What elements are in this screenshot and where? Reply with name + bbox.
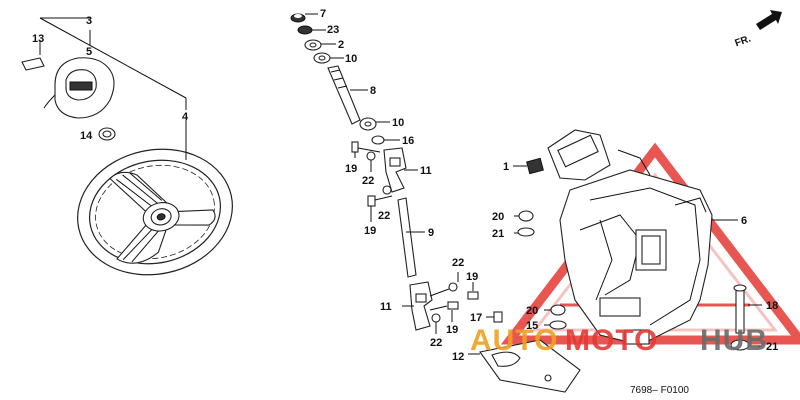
callout-10-lower: 10 [392, 117, 404, 129]
callout-19-d: 19 [446, 324, 458, 336]
callout-8: 8 [370, 85, 376, 97]
steering-wheel-part [77, 148, 233, 276]
callout-19-a: 19 [345, 163, 357, 175]
callout-6: 6 [741, 215, 747, 227]
nut-14-part [98, 127, 116, 141]
callout-20-lower: 20 [526, 305, 538, 317]
watermark-hub: HUB [700, 324, 768, 357]
callout-11-upper: 11 [420, 165, 432, 177]
bottom-plate-12 [468, 339, 581, 393]
callout-13: 13 [32, 33, 44, 45]
callout-20-upper: 20 [492, 211, 504, 223]
callout-15: 15 [526, 320, 538, 332]
callout-22-c: 22 [452, 257, 464, 269]
emblem-part [21, 57, 45, 71]
watermark-auto: AUTO [470, 324, 558, 357]
watermark-text: AUTO MOTO HUB [470, 324, 768, 357]
callout-19-c: 19 [466, 271, 478, 283]
steering-wheel-assembly [21, 17, 233, 276]
callout-19-b: 19 [364, 225, 376, 237]
callout-5: 5 [86, 46, 92, 58]
bolt-18 [730, 284, 762, 351]
callout-22-a: 22 [362, 175, 374, 187]
part-1-collar [513, 157, 544, 175]
nut-washer-upper [514, 210, 535, 237]
callout-16: 16 [402, 135, 414, 147]
callout-3: 3 [86, 15, 92, 27]
front-direction-label: FR. [733, 33, 752, 49]
callout-21-upper: 21 [492, 228, 504, 240]
callout-17: 17 [470, 312, 482, 324]
bolt-17 [486, 311, 503, 323]
steering-column-bracket [547, 129, 738, 346]
callout-12: 12 [452, 351, 464, 363]
callout-14: 14 [80, 130, 93, 142]
upper-shaft-stack [290, 13, 425, 278]
nut-washer-lower [544, 304, 567, 330]
diagram-code: 7698– F0100 [630, 385, 689, 396]
callout-23: 23 [327, 24, 339, 36]
callout-1: 1 [503, 161, 509, 173]
callout-10-upper: 10 [345, 53, 357, 65]
upper-universal-joint [383, 147, 418, 193]
lower-universal-joint [402, 272, 479, 334]
callout-9: 9 [428, 227, 434, 239]
horn-pad-part [43, 57, 115, 119]
callout-4: 4 [182, 111, 189, 123]
callout-21-lower: 21 [766, 341, 778, 353]
callout-22-b: 22 [378, 210, 390, 222]
callout-labels: 3 13 5 4 14 7 23 2 10 8 10 16 11 19 22 2… [32, 8, 778, 363]
watermark-moto: MOTO [565, 324, 658, 357]
callout-18: 18 [766, 300, 778, 312]
callout-2: 2 [338, 39, 344, 51]
callout-11-lower: 11 [380, 301, 392, 313]
front-direction-indicator: FR. [733, 10, 782, 49]
callout-22-d: 22 [430, 337, 442, 349]
callout-7: 7 [320, 8, 326, 20]
